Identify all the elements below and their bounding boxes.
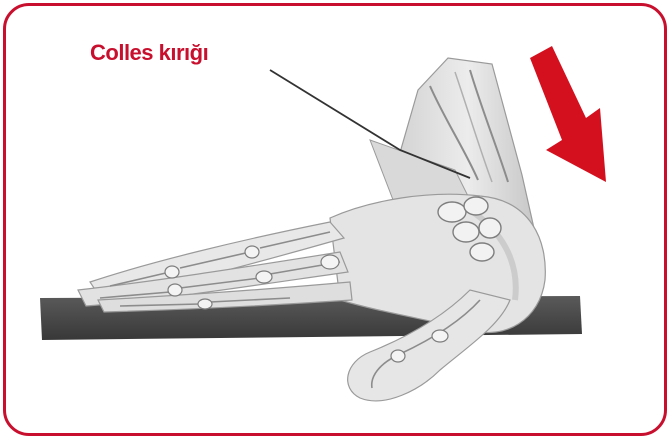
force-arrow: [530, 46, 606, 182]
